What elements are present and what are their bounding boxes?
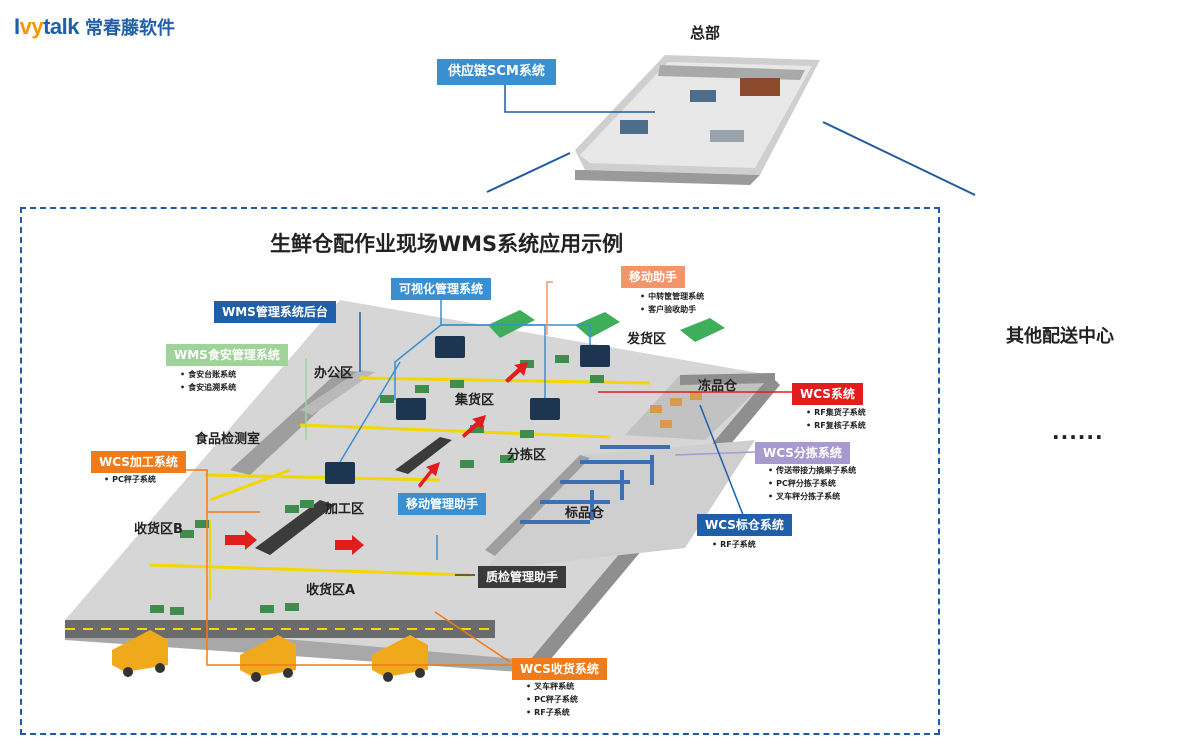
shipping-trucks: [488, 310, 725, 342]
subsystem-item: RF复核子系统: [806, 419, 866, 432]
wcs-standard-subsystems: RF子系统: [712, 538, 756, 551]
wcs-processing-subsystems: PC秤子系统: [104, 473, 156, 486]
subsystem-item: 传送带接力摘果子系统: [768, 464, 856, 477]
headquarters-label: 总部: [690, 24, 721, 42]
storage-racks: [520, 445, 670, 524]
subsystem-item: 食安台账系统: [180, 368, 236, 381]
subsystem-item: RF子系统: [712, 538, 756, 551]
wcs-processing-button[interactable]: WCS加工系统: [91, 451, 186, 473]
subsystem-item: 叉车秤分拣子系统: [768, 490, 856, 503]
zone-receiving-b: 收货区B: [134, 522, 183, 537]
subsystem-item: RF集货子系统: [806, 406, 866, 419]
subsystem-item: PC秤子系统: [526, 693, 578, 706]
qc-assistant-button[interactable]: 质检管理助手: [478, 566, 567, 588]
zone-frozen: 冻品仓: [698, 379, 738, 394]
mobile-management-button[interactable]: 移动管理助手: [398, 493, 487, 515]
logo-cn-text: 常春藤软件: [85, 18, 176, 39]
visual-management-button[interactable]: 可视化管理系统: [391, 278, 492, 300]
wms-food-safety-subsystems: 食安台账系统 食安追溯系统: [180, 368, 236, 394]
warehouse-frame: [20, 207, 940, 735]
wcs-receiving-subsystems: 叉车秤系统 PC秤子系统 RF子系统: [526, 680, 578, 719]
subsystem-item: 叉车秤系统: [526, 680, 578, 693]
wcs-system-subsystems: RF集货子系统 RF复核子系统: [806, 406, 866, 432]
wcs-sorting-subsystems: 传送带接力摘果子系统 PC秤分拣子系统 叉车秤分拣子系统: [768, 464, 856, 503]
wcs-sorting-button[interactable]: WCS分拣系统: [755, 442, 850, 464]
subsystem-item: 中转筐管理系统: [640, 290, 704, 303]
flow-arrows: [225, 362, 528, 555]
wcs-system-button[interactable]: WCS系统: [792, 383, 863, 405]
wcs-receiving-button[interactable]: WCS收货系统: [512, 658, 607, 680]
hq-connector-left: [486, 152, 571, 193]
ellipsis: ......: [1052, 420, 1104, 444]
scm-system-button[interactable]: 供应链SCM系统: [437, 59, 556, 85]
hq-connector-right: [822, 121, 976, 196]
wms-food-safety-button[interactable]: WMS食安管理系统: [166, 344, 288, 366]
zone-food-lab: 食品检测室: [195, 432, 261, 447]
subsystem-item: 食安追溯系统: [180, 381, 236, 394]
zone-collection: 集货区: [455, 393, 495, 408]
mobile-assistant-subsystems: 中转筐管理系统 客户验收助手: [640, 290, 704, 316]
diagram-title: 生鲜仓配作业现场WMS系统应用示例: [270, 232, 624, 256]
wms-backend-button[interactable]: WMS管理系统后台: [214, 301, 336, 323]
other-centers-label: 其他配送中心: [1006, 326, 1114, 347]
subsystem-item: PC秤子系统: [104, 473, 156, 486]
ivytalk-logo: Ivytalk 常春藤软件: [14, 14, 175, 40]
conveyor: [255, 500, 335, 555]
hq-desk: [740, 78, 780, 96]
zone-sorting: 分拣区: [507, 448, 547, 463]
zone-shipping: 发货区: [627, 332, 667, 347]
subsystem-item: PC秤分拣子系统: [768, 477, 856, 490]
logo-mark: Ivytalk: [14, 14, 80, 39]
zone-receiving-a: 收货区A: [306, 583, 356, 598]
subsystem-item: RF子系统: [526, 706, 578, 719]
wcs-standard-warehouse-button[interactable]: WCS标仓系统: [697, 514, 792, 536]
subsystem-item: 客户验收助手: [640, 303, 704, 316]
zone-standard: 标品仓: [565, 506, 605, 521]
mobile-assistant-button[interactable]: 移动助手: [621, 266, 686, 288]
delivery-vans: [112, 630, 428, 682]
zone-processing: 加工区: [325, 502, 365, 517]
loading-dock: [65, 620, 495, 638]
zone-office: 办公区: [314, 366, 354, 381]
